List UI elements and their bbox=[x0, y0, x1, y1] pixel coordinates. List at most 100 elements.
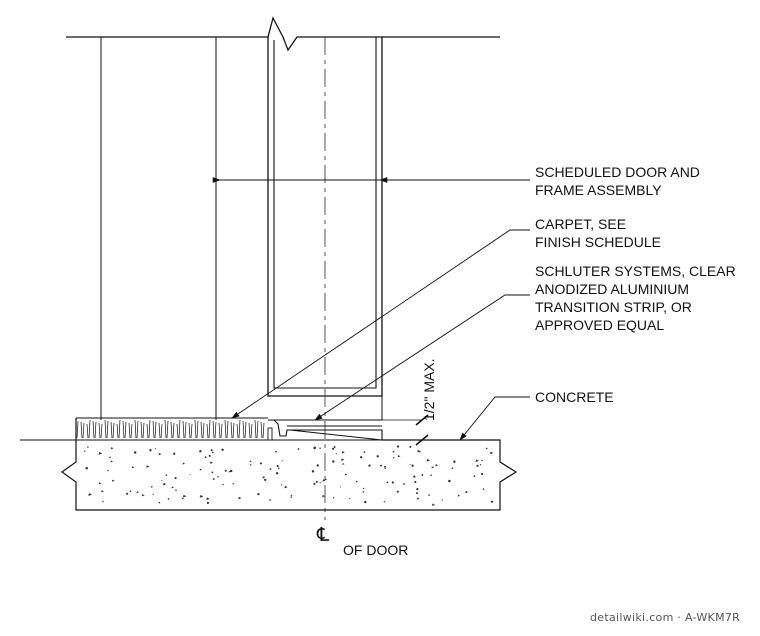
concrete-aggregate bbox=[212, 477, 216, 481]
concrete-aggregate bbox=[209, 461, 213, 464]
concrete-aggregate bbox=[349, 497, 351, 500]
concrete-aggregate bbox=[165, 474, 168, 476]
concrete-aggregate bbox=[257, 492, 260, 496]
concrete-aggregate bbox=[380, 464, 382, 467]
concrete-aggregate bbox=[332, 497, 335, 499]
leader-lines bbox=[220, 177, 530, 441]
carpet-callout: CARPET, SEE FINISH SCHEDULE bbox=[535, 216, 661, 250]
concrete-aggregate bbox=[451, 467, 454, 469]
transition-strip-callout-line: TRANSITION STRIP, OR bbox=[535, 299, 692, 315]
door-frame-callout-line: FRAME ASSEMBLY bbox=[535, 182, 662, 198]
concrete-aggregate bbox=[149, 449, 152, 452]
concrete-aggregate bbox=[475, 459, 479, 463]
concrete-aggregate bbox=[368, 464, 371, 467]
concrete-aggregate bbox=[397, 454, 401, 458]
concrete-aggregate bbox=[430, 474, 432, 476]
concrete-aggregate bbox=[210, 449, 213, 452]
concrete-aggregate bbox=[158, 452, 162, 456]
concrete-aggregate bbox=[182, 494, 187, 498]
door-frame-callout: SCHEDULED DOOR AND FRAME ASSEMBLY bbox=[535, 164, 704, 198]
concrete-aggregate bbox=[154, 447, 156, 449]
concrete-aggregate bbox=[98, 451, 103, 455]
concrete-aggregate bbox=[332, 460, 335, 463]
concrete-aggregate bbox=[362, 491, 365, 493]
concrete-aggregate bbox=[204, 456, 207, 459]
concrete-aggregate bbox=[88, 492, 93, 496]
concrete-aggregate bbox=[396, 445, 400, 448]
concrete-aggregate bbox=[435, 464, 439, 467]
concrete-aggregate bbox=[482, 488, 485, 490]
concrete-aggregate bbox=[386, 481, 389, 484]
concrete-aggregate bbox=[411, 464, 414, 467]
concrete-aggregate bbox=[290, 496, 292, 498]
carpet-leader bbox=[231, 229, 530, 419]
concrete-aggregate bbox=[206, 501, 210, 505]
concrete-aggregate bbox=[481, 459, 484, 462]
concrete-aggregate bbox=[414, 481, 417, 484]
concrete-aggregate bbox=[173, 452, 176, 455]
concrete-aggregate bbox=[457, 494, 461, 497]
concrete-aggregate bbox=[131, 466, 134, 469]
concrete-aggregate bbox=[384, 465, 386, 468]
door-frame-callout-line: SCHEDULED DOOR AND bbox=[535, 164, 700, 180]
concrete-aggregate bbox=[199, 449, 202, 453]
concrete-aggregate bbox=[392, 450, 395, 453]
concrete-aggregate bbox=[109, 456, 111, 459]
concrete-leader bbox=[459, 396, 530, 441]
concrete-aggregate bbox=[362, 487, 365, 490]
concrete-aggregate bbox=[490, 500, 494, 503]
concrete-aggregate bbox=[453, 460, 456, 463]
concrete-aggregate bbox=[428, 494, 430, 496]
height-dimension bbox=[382, 414, 429, 446]
concrete-aggregate bbox=[402, 482, 406, 486]
transition-strip bbox=[267, 419, 383, 441]
concrete-aggregate bbox=[290, 494, 293, 497]
transition-strip-callout-line: SCHLUTER SYSTEMS, CLEAR bbox=[535, 263, 736, 279]
concrete-aggregate bbox=[448, 479, 451, 483]
concrete-aggregate bbox=[249, 463, 253, 466]
concrete-aggregate bbox=[363, 451, 366, 453]
concrete-aggregate bbox=[110, 460, 114, 463]
concrete-aggregate bbox=[87, 446, 89, 448]
concrete-aggregate bbox=[344, 473, 348, 476]
concrete-aggregate bbox=[485, 447, 488, 450]
concrete-aggregate bbox=[134, 451, 137, 454]
concrete-aggregate bbox=[175, 489, 177, 491]
concrete-aggregate bbox=[416, 492, 418, 495]
concrete-aggregate bbox=[221, 448, 224, 451]
concrete-aggregate bbox=[126, 492, 129, 495]
concrete-aggregate bbox=[441, 499, 443, 501]
concrete-aggregate bbox=[141, 493, 145, 497]
concrete-aggregate bbox=[417, 449, 421, 453]
concrete-aggregate bbox=[278, 467, 280, 470]
concrete-aggregate bbox=[393, 457, 395, 459]
concrete-aggregate bbox=[206, 497, 210, 501]
concrete-aggregate bbox=[229, 469, 233, 473]
concrete-aggregate bbox=[339, 486, 341, 488]
concrete-aggregate bbox=[163, 483, 166, 486]
concrete-aggregate bbox=[269, 468, 272, 470]
concrete-aggregate bbox=[152, 493, 154, 496]
concrete-aggregate bbox=[238, 496, 242, 500]
concrete-aggregate bbox=[376, 455, 379, 458]
concrete-aggregate bbox=[319, 482, 321, 484]
concrete-aggregate bbox=[409, 463, 411, 465]
concrete-aggregate bbox=[264, 478, 267, 482]
concrete-aggregate bbox=[111, 479, 115, 482]
concrete-aggregate bbox=[341, 450, 345, 454]
concrete-aggregate bbox=[311, 470, 315, 473]
concrete-aggregate bbox=[136, 491, 139, 494]
concrete-aggregate bbox=[181, 497, 185, 500]
concrete-aggregate bbox=[84, 450, 86, 452]
concrete-aggregate bbox=[232, 483, 234, 485]
concrete-aggregate bbox=[313, 482, 316, 485]
concrete-aggregate bbox=[396, 490, 399, 493]
concrete-aggregate bbox=[416, 487, 419, 491]
concrete-aggregate bbox=[174, 477, 177, 480]
concrete-aggregate bbox=[364, 500, 367, 504]
concrete-aggregate bbox=[158, 501, 161, 504]
concrete-aggregate bbox=[359, 456, 363, 459]
concrete-aggregate bbox=[476, 464, 479, 467]
